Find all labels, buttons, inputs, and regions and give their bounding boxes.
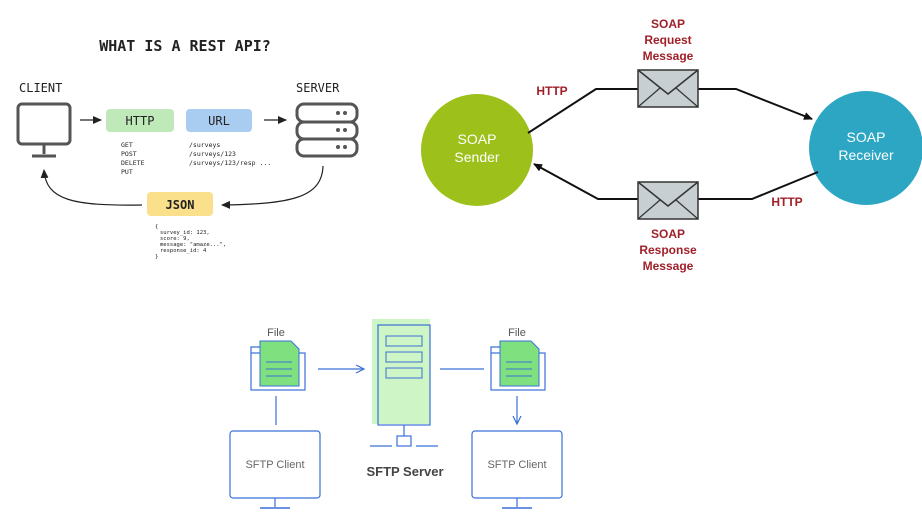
receiver-label-line: SOAP: [847, 129, 886, 145]
folder-document-icon: [250, 340, 306, 391]
envelope-icon: [637, 181, 699, 220]
http-bottom-label: HTTP: [771, 195, 802, 209]
url-item: /surveys: [189, 141, 220, 149]
response-label-line: SOAP: [651, 227, 685, 241]
folder-document-icon: [490, 340, 546, 391]
url-item: /surveys/123: [189, 150, 236, 158]
http-top-label: HTTP: [536, 84, 567, 98]
request-label-line: Message: [643, 49, 694, 63]
envelope-icon: [637, 69, 699, 108]
json-line: }: [155, 254, 158, 260]
receiver-label-line: Receiver: [838, 147, 894, 163]
json-to-client-arrow: [40, 169, 143, 206]
method-item: POST: [121, 150, 137, 158]
client-label: CLIENT: [19, 81, 62, 95]
monitor-icon: [16, 102, 72, 158]
json-label: JSON: [166, 198, 195, 212]
soap-sender-node: [421, 94, 533, 206]
json-line: {: [155, 224, 158, 230]
http-box: [106, 109, 174, 132]
monitor-icon: [471, 430, 563, 509]
request-label-line: SOAP: [651, 17, 685, 31]
sftp-client-right-label: SFTP Client: [487, 459, 546, 471]
sender-label-line: Sender: [454, 149, 499, 165]
json-body: { survey_id: 123, score: 9, message: "am…: [155, 224, 226, 260]
request-line-right: [698, 88, 813, 120]
response-label-line: Message: [643, 259, 694, 273]
server-tower-icon: [370, 319, 438, 447]
sender-label-line: SOAP: [458, 131, 497, 147]
sftp-panel: File File: [229, 319, 563, 509]
rest-title: WHAT IS A REST API?: [99, 37, 271, 55]
rest-api-panel: WHAT IS A REST API? CLIENT SERVER HTTP: [16, 37, 359, 260]
json-line: message: "amaze...",: [160, 242, 226, 248]
server-to-json-arrow: [221, 165, 324, 209]
sftp-client-left-label: SFTP Client: [245, 459, 304, 471]
file-left-label: File: [267, 327, 285, 339]
soap-receiver-node: [809, 91, 922, 205]
http-methods-list: GET POST DELETE PUT: [121, 141, 145, 176]
json-box: [147, 192, 213, 216]
url-item: /surveys/123/resp ...: [189, 159, 271, 167]
response-line-right: [698, 171, 819, 200]
server-stack-icon: [295, 102, 359, 158]
http-label: HTTP: [126, 114, 155, 128]
method-item: GET: [121, 141, 133, 149]
response-line-left: [533, 163, 638, 200]
sftp-server-label: SFTP Server: [366, 464, 443, 479]
json-line: response_id: 4: [160, 248, 207, 254]
response-label-line: Response: [639, 243, 697, 257]
url-list: /surveys /surveys/123 /surveys/123/resp …: [189, 141, 271, 167]
monitor-icon: [229, 430, 321, 509]
url-box: [186, 109, 252, 132]
json-line: score: 9,: [160, 236, 190, 242]
url-label: URL: [208, 114, 230, 128]
method-item: PUT: [121, 168, 133, 176]
file-right-label: File: [508, 327, 526, 339]
request-label-line: Request: [644, 33, 691, 47]
json-line: survey_id: 123,: [160, 230, 210, 236]
server-label: SERVER: [296, 81, 340, 95]
soap-panel: SOAP Sender SOAP Receiver SOAP Req: [421, 17, 922, 273]
method-item: DELETE: [121, 159, 145, 167]
request-line-left: [527, 88, 638, 134]
